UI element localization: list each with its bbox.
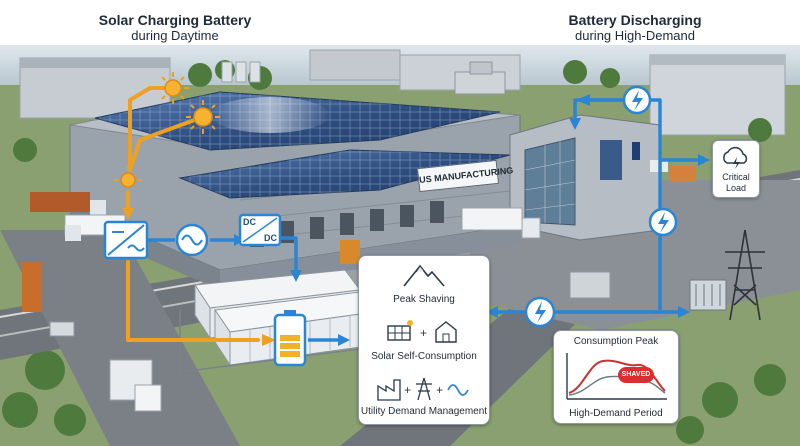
- benefits-panel: Peak Shaving + Solar Self-Consumption + …: [358, 255, 490, 425]
- dc-top-label: DC: [243, 217, 256, 227]
- shaved-badge: SHAVED: [618, 367, 654, 383]
- svg-text:+: +: [420, 326, 427, 340]
- sun-icon: [157, 72, 189, 104]
- peak-curve-chart: [566, 353, 667, 400]
- critical-load-line1: Critical: [722, 172, 750, 182]
- factory-pylon-wave-icon: + +: [377, 377, 469, 401]
- critical-load-box: Critical Load: [712, 140, 760, 198]
- left-title: Solar Charging Battery during Daytime: [60, 12, 290, 44]
- left-title-line2: during Daytime: [131, 28, 219, 43]
- sun-icon-small: [114, 166, 142, 194]
- ac-sine-icon: [175, 223, 209, 257]
- battery-icon: [273, 310, 307, 367]
- sun-icon-roof: [186, 100, 220, 134]
- consumption-peak-title: Consumption Peak: [573, 336, 659, 347]
- lightning-icon-road: [524, 296, 556, 328]
- dc-bottom-label: DC: [264, 233, 277, 243]
- high-demand-caption: High-Demand Period: [569, 408, 663, 419]
- dc-dc-label: DC DC: [241, 216, 279, 244]
- lightning-icon-mid: [648, 207, 678, 237]
- left-title-line1: Solar Charging Battery: [98, 12, 252, 28]
- lightning-icon: [622, 85, 652, 115]
- cloud-bolt-icon: [723, 146, 748, 169]
- inverter-icon: [103, 220, 149, 260]
- self-consumption-label: Solar Self-Consumption: [371, 351, 477, 362]
- peak-shaving-label: Peak Shaving: [393, 294, 455, 305]
- svg-text:+: +: [404, 383, 411, 397]
- demand-management-label: Utility Demand Management: [360, 406, 488, 417]
- right-title: Battery Discharging during High-Demand: [520, 12, 750, 44]
- svg-text:+: +: [436, 383, 443, 397]
- right-title-line1: Battery Discharging: [568, 12, 702, 28]
- consumption-peak-panel: Consumption Peak SHAVED High-Demand Peri…: [553, 330, 679, 424]
- mountain-peak-icon: [403, 264, 445, 287]
- solar-home-icon: +: [387, 320, 457, 343]
- critical-load-line2: Load: [725, 183, 747, 193]
- right-title-line2: during High-Demand: [575, 28, 695, 43]
